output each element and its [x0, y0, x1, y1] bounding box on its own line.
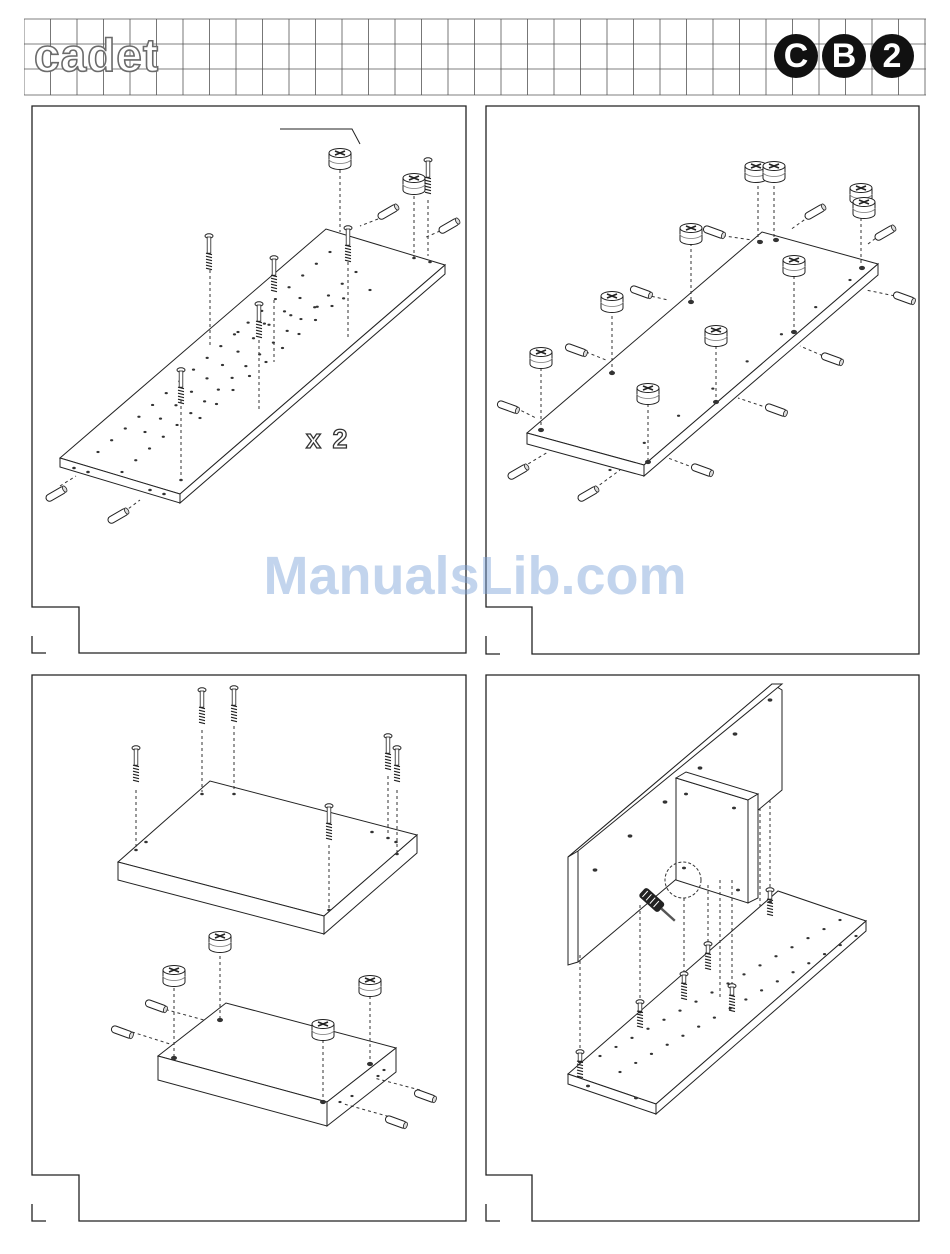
watermark: ManualsLib.com	[0, 545, 950, 607]
